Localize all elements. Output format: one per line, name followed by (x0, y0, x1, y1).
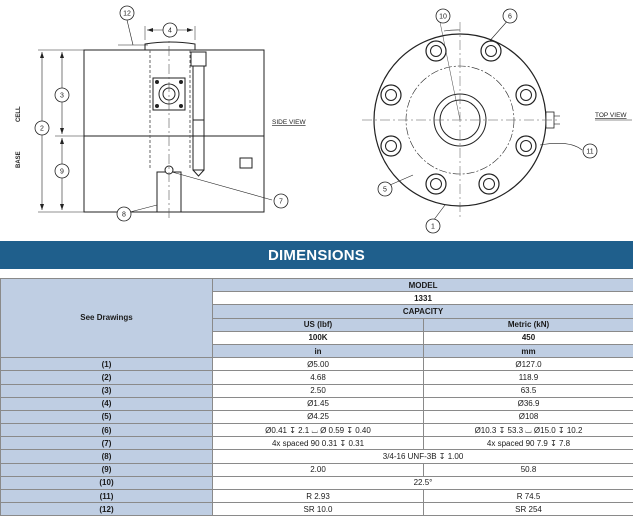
row-value-us: 2.50 (212, 383, 424, 398)
row-ref: (12) (0, 502, 213, 517)
base-label: BASE (16, 151, 22, 168)
see-drawings-header: See Drawings (0, 277, 213, 359)
callout-8: 8 (116, 206, 132, 222)
row-value-shared: 3/4-16 UNF-3B ↧ 1.00 (211, 449, 633, 464)
row-value-us: 2.00 (212, 462, 424, 477)
row-ref: (11) (0, 488, 213, 504)
row-value-metric: 50.8 (422, 462, 633, 477)
table-row: (8)3/4-16 UNF-3B ↧ 1.00 (0, 449, 633, 464)
row-value-us: R 2.93 (212, 488, 424, 504)
technical-drawing: CELL BASE SIDE VIEW 12 4 2 3 9 7 8 (16, 5, 632, 234)
dimensions-title: DIMENSIONS (267, 246, 365, 264)
row-ref: (7) (0, 436, 213, 451)
row-value-us: 4x spaced 90 0.31 ↧ 0.31 (212, 436, 424, 451)
top-view-label: TOP VIEW (595, 112, 627, 119)
table-row: (10)22.5° (0, 475, 633, 491)
row-value-metric: Ø127.0 (422, 357, 633, 372)
svg-text:5: 5 (383, 187, 387, 194)
row-value-metric: Ø108 (422, 409, 633, 425)
svg-text:2: 2 (40, 126, 44, 133)
svg-text:8: 8 (122, 212, 126, 219)
svg-text:3: 3 (60, 93, 64, 100)
callout-6: 6 (502, 8, 518, 24)
svg-text:7: 7 (279, 199, 283, 206)
row-ref: (2) (0, 370, 213, 385)
us-unit: in (212, 343, 424, 359)
svg-text:9: 9 (60, 169, 64, 176)
callout-1: 1 (425, 218, 441, 234)
callout-10: 10 (435, 8, 451, 24)
row-value-us: Ø0.41 ↧ 2.1 ⌴ Ø 0.59 ↧ 0.40 (212, 423, 424, 438)
capacity-header: CAPACITY (211, 304, 633, 319)
metric-unit: mm (422, 343, 633, 359)
row-value-metric: Ø10.3 ↧ 53.3 ⌴ Ø15.0 ↧ 10.2 (422, 423, 633, 438)
us-header: US (lbf) (212, 317, 424, 332)
metric-capacity: 450 (422, 330, 633, 345)
svg-text:6: 6 (508, 14, 512, 21)
dimensions-table: See Drawings MODEL 1331 CAPACITY US (lbf… (0, 277, 633, 517)
row-ref: (9) (0, 462, 213, 477)
callout-2: 2 (34, 120, 50, 136)
row-value-metric: 4x spaced 90 7.9 ↧ 7.8 (422, 436, 633, 451)
row-ref: (8) (0, 449, 213, 464)
row-value-us: 4.68 (212, 370, 424, 385)
row-ref: (5) (0, 409, 213, 425)
row-value-us: Ø4.25 (212, 409, 424, 425)
row-ref: (3) (0, 383, 213, 398)
row-value-shared: 22.5° (211, 475, 633, 491)
metric-header: Metric (kN) (422, 317, 633, 332)
callout-12: 12 (119, 5, 135, 21)
side-view (38, 19, 273, 220)
side-view-label: SIDE VIEW (272, 119, 306, 126)
bolt-holes (380, 40, 537, 195)
callout-5: 5 (377, 181, 393, 197)
row-value-metric: 63.5 (422, 383, 633, 398)
row-value-us: SR 10.0 (212, 502, 424, 517)
us-capacity: 100K (212, 330, 424, 345)
row-value-metric: SR 254 (422, 502, 633, 517)
callout-3: 3 (54, 87, 70, 103)
callout-7: 7 (273, 193, 289, 209)
svg-text:1: 1 (431, 224, 435, 231)
row-value-metric: R 74.5 (422, 488, 633, 504)
row-value-metric: Ø36.9 (422, 396, 633, 411)
svg-text:4: 4 (168, 28, 172, 35)
callout-4: 4 (162, 22, 178, 38)
svg-text:12: 12 (123, 11, 131, 18)
row-value-us: Ø5.00 (212, 357, 424, 372)
model-value: 1331 (211, 291, 633, 306)
callout-11: 11 (582, 143, 598, 159)
row-ref: (1) (0, 357, 213, 372)
callout-9: 9 (54, 163, 70, 179)
row-ref: (4) (0, 396, 213, 411)
svg-text:10: 10 (439, 14, 447, 21)
svg-text:11: 11 (586, 149, 593, 156)
top-view (362, 17, 632, 222)
row-ref: (6) (0, 423, 213, 438)
row-value-us: Ø1.45 (212, 396, 424, 411)
cell-label: CELL (16, 106, 22, 122)
row-value-metric: 118.9 (422, 370, 633, 385)
dimensions-banner: DIMENSIONS (0, 241, 633, 269)
row-ref: (10) (0, 475, 213, 491)
model-header: MODEL (211, 277, 633, 293)
